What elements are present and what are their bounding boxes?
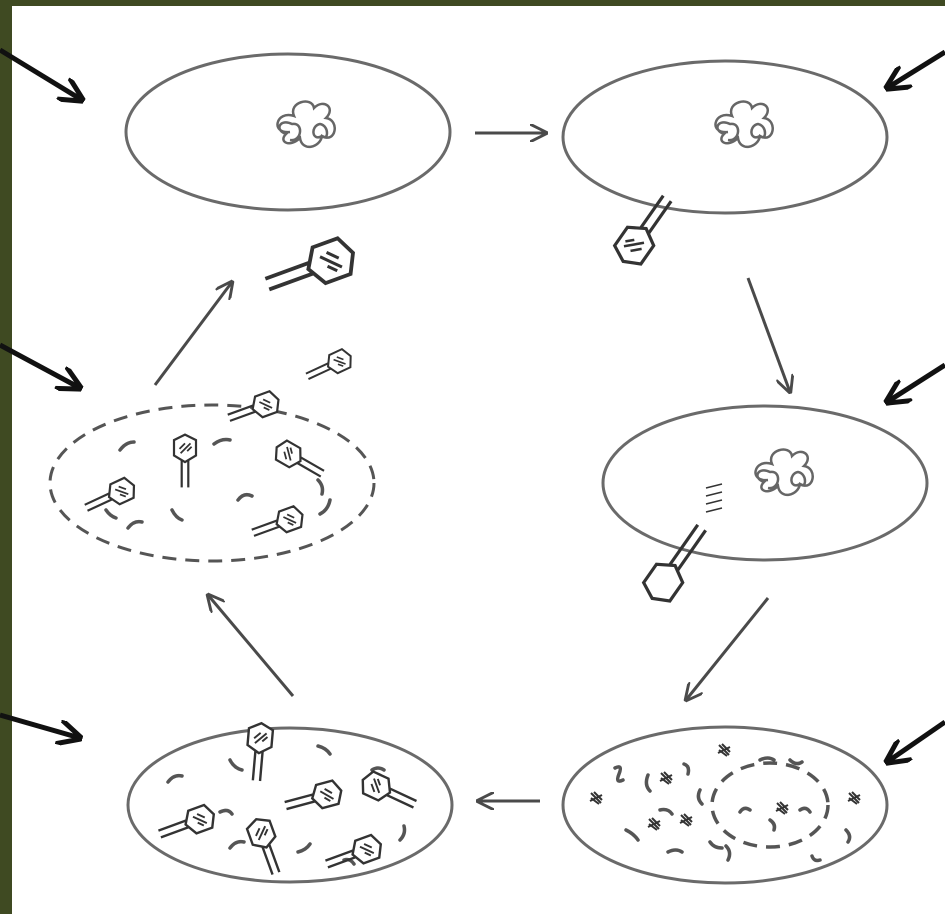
phage-parts-icon <box>613 756 852 863</box>
bacterium-cell-icon <box>561 59 889 215</box>
stage-1-bacterium <box>124 52 452 212</box>
label-pointer-icon <box>0 47 82 100</box>
bacterium-cell-icon <box>561 725 889 885</box>
cycle-arrow-icon <box>746 277 790 392</box>
fragmented-dna-icon <box>710 761 830 849</box>
phage-parts-icon <box>166 744 407 866</box>
label-pointer-icon <box>0 712 80 738</box>
cycle-arrow-icon <box>208 595 295 697</box>
bacterium-cell-icon <box>124 52 452 212</box>
label-pointer-icon <box>887 719 945 762</box>
bacterium-cell-icon <box>601 404 929 562</box>
label-pointer-icon <box>887 362 945 402</box>
stage-5-assembly <box>126 721 454 884</box>
stage-4-synthesis <box>561 725 889 885</box>
cycle-arrow-icon <box>153 282 232 386</box>
diagram-background <box>12 6 945 914</box>
cycle-arrows <box>153 133 790 801</box>
cycle-arrow-icon <box>686 597 770 700</box>
label-pointer-icon <box>0 342 80 388</box>
empty-phage-icon <box>641 523 707 603</box>
lysed-cell-icon <box>48 403 376 563</box>
injected-dna-icon <box>705 483 723 513</box>
stage-3-injection <box>601 404 929 603</box>
label-pointer-icon <box>887 49 945 88</box>
phage-parts-icon <box>104 437 332 530</box>
bacterium-cell-icon <box>126 726 454 884</box>
stage-6-lysis <box>48 346 376 563</box>
label-pointers <box>0 47 945 762</box>
stage-2-attachment <box>561 59 889 273</box>
